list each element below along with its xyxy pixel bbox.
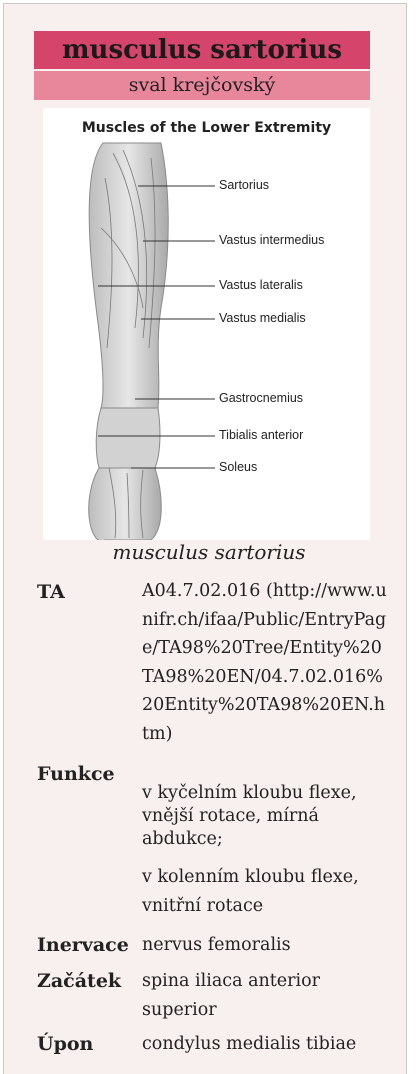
infobox-subtitle: sval krejčovský [34,71,370,100]
label-soleus: Soleus [219,460,257,474]
label-sartorius: Sartorius [219,178,269,192]
muscle-illustration[interactable]: Muscles of the Lower Extremity [43,108,370,540]
label-tibialis-anterior: Tibialis anterior [219,428,303,442]
label-vastus-lateralis: Vastus lateralis [219,278,303,292]
row-label-inervace: Inervace [37,934,129,956]
image-caption: musculus sartorius [0,540,418,564]
infobox-title: musculus sartorius [34,31,370,69]
row-value-ta[interactable]: A04.7.02.016 (http://www.unifr.ch/ifaa/P… [142,577,392,748]
row-label-upon: Úpon [37,1033,93,1055]
row-value-zacatek: spina iliaca anterior superior [142,967,392,1024]
row-label-ta: TA [37,581,65,603]
row-value-upon: condylus medialis tibiae [142,1030,392,1059]
row-value-inervace: nervus femoralis [142,931,392,960]
row-value-funkce-2: v kolenním kloubu flexe, vnitřní rotace [142,863,392,920]
row-value-funkce-1: v kyčelním kloubu flexe, vnější rotace, … [142,782,392,851]
label-vastus-intermedius: Vastus intermedius [219,233,324,247]
label-vastus-medialis: Vastus medialis [219,311,306,325]
leg-drawing [43,108,370,540]
row-label-zacatek: Začátek [37,970,121,992]
label-gastrocnemius: Gastrocnemius [219,391,303,405]
row-label-funkce: Funkce [37,763,115,785]
